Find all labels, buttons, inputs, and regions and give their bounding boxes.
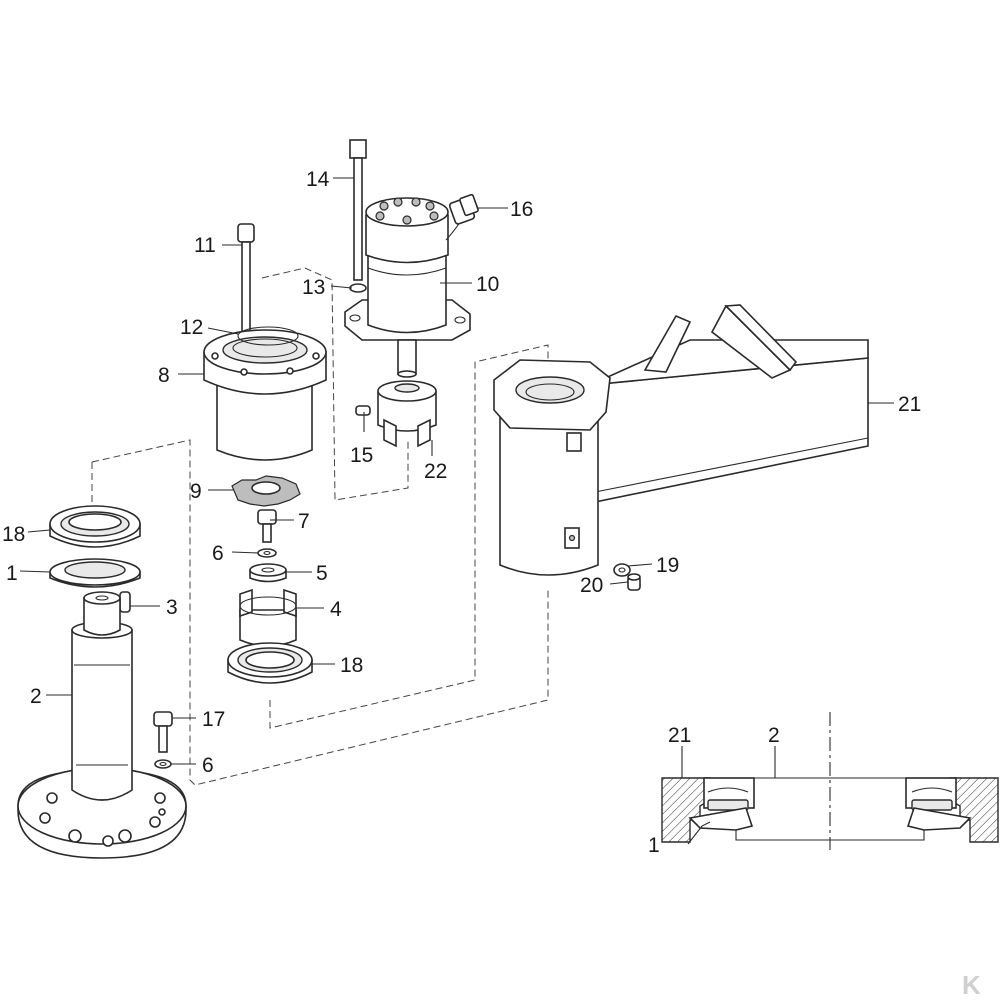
section-callout-2: 2 — [768, 724, 780, 747]
part-21-arm-beam — [493, 304, 869, 576]
callout-19: 19 — [656, 554, 679, 577]
callout-14: 14 — [306, 168, 330, 191]
callout-4: 4 — [330, 598, 342, 621]
part-6-washer-lower — [154, 759, 172, 769]
brand-logo: K — [962, 970, 981, 1000]
section-callout-21: 21 — [668, 724, 691, 747]
part-8-bearing-housing — [203, 329, 327, 461]
callout-8: 8 — [158, 364, 170, 387]
part-4-coupling-half — [239, 588, 297, 647]
part-1-seal-ring — [49, 558, 141, 588]
callout-20: 20 — [580, 574, 603, 597]
part-9-spider — [231, 475, 301, 507]
part-5-spacer — [249, 563, 287, 583]
callout-13: 13 — [302, 276, 325, 299]
callout-9: 9 — [190, 480, 202, 503]
section-callout-1: 1 — [648, 834, 660, 857]
part-13-washer — [349, 283, 367, 293]
brand-mark-text: K — [962, 970, 981, 1000]
part-16-fitting — [445, 193, 479, 241]
part-18-bearing-upper — [49, 505, 141, 548]
callout-6-upper: 6 — [212, 542, 224, 565]
callout-17: 17 — [202, 708, 225, 731]
callout-1: 1 — [6, 562, 18, 585]
part-11-cap-screw — [237, 223, 255, 341]
callout-15: 15 — [350, 444, 373, 467]
part-15-set-screw — [355, 405, 371, 416]
part-7-bolt — [257, 509, 277, 543]
section-view — [661, 712, 999, 850]
callout-10: 10 — [476, 273, 499, 296]
callout-16: 16 — [510, 198, 533, 221]
part-22-coupling-half — [377, 380, 437, 448]
part-18-bearing-lower — [227, 642, 313, 684]
callout-7: 7 — [298, 510, 310, 533]
callout-18-lower: 18 — [340, 654, 363, 677]
callout-22: 22 — [424, 460, 447, 483]
callout-2: 2 — [30, 685, 42, 708]
callout-12: 12 — [180, 316, 203, 339]
part-2-spindle — [17, 591, 187, 859]
part-10-hydraulic-motor — [344, 197, 471, 378]
callout-18-upper: 18 — [2, 523, 25, 546]
callout-3: 3 — [166, 596, 178, 619]
part-3-key — [119, 591, 131, 613]
callout-21: 21 — [898, 393, 921, 416]
part-17-bolt — [153, 711, 173, 753]
callout-leaders — [19, 177, 894, 765]
part-6-washer-upper — [257, 548, 277, 558]
callout-6-lower: 6 — [202, 754, 214, 777]
callout-labels: 14 16 13 10 11 12 8 15 22 21 9 7 6 5 4 1… — [2, 168, 921, 857]
part-12-seal — [237, 326, 299, 346]
part-14-long-bolt — [349, 139, 367, 281]
callout-5: 5 — [316, 562, 328, 585]
callout-11: 11 — [194, 234, 216, 257]
part-19-20-screw-washer — [613, 563, 641, 591]
